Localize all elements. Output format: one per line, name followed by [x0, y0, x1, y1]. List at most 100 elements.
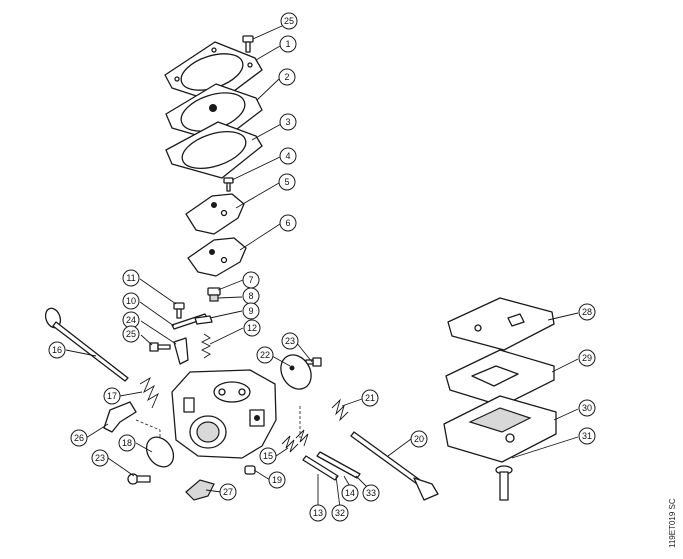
callout-25: 25	[122, 325, 140, 343]
callout-22: 22	[256, 346, 274, 364]
callout-25: 25	[280, 12, 298, 30]
callout-circle	[410, 430, 428, 448]
callout-circle	[578, 303, 596, 321]
callout-circle	[122, 292, 140, 310]
callout-circle	[361, 389, 379, 407]
callout-29: 29	[578, 349, 596, 367]
callout-circle	[278, 68, 296, 86]
callout-circle	[48, 341, 66, 359]
part-spring-17	[139, 376, 159, 409]
callout-number: 6	[285, 218, 290, 228]
callout-number: 12	[247, 323, 257, 333]
callout-circle	[243, 319, 261, 337]
callout-circle	[122, 269, 140, 287]
callout-number: 15	[263, 451, 273, 461]
part-bracket	[149, 337, 189, 365]
callout-8: 8	[242, 287, 260, 305]
callout-number: 13	[313, 508, 323, 518]
callout-number: 5	[284, 177, 289, 187]
callout-17: 17	[103, 387, 121, 405]
callout-number: 32	[335, 508, 345, 518]
part-disc-18	[145, 436, 175, 468]
callout-16: 16	[48, 341, 66, 359]
callout-number: 9	[248, 306, 253, 316]
callout-number: 4	[285, 151, 290, 161]
callout-circle	[279, 147, 297, 165]
callout-14: 14	[341, 484, 359, 502]
callout-circle	[279, 214, 297, 232]
part-disc-22	[280, 354, 312, 390]
reference-code: 119ET019 SC	[668, 498, 677, 548]
callout-number: 8	[248, 291, 253, 301]
callout-circle	[259, 447, 277, 465]
callout-19: 19	[268, 471, 286, 489]
callout-number: 3	[285, 117, 290, 127]
callout-number: 24	[126, 315, 136, 325]
callout-circle	[578, 427, 596, 445]
part-springs-15	[281, 429, 309, 453]
callout-number: 31	[582, 431, 592, 441]
callout-23: 23	[281, 332, 299, 350]
part-gasket	[165, 121, 263, 179]
callout-4: 4	[279, 147, 297, 165]
callout-1: 1	[279, 35, 297, 53]
callout-9: 9	[242, 302, 260, 320]
callout-circle	[256, 346, 274, 364]
part-plate-29	[445, 349, 555, 407]
callout-circle	[91, 449, 109, 467]
callout-number: 18	[122, 438, 132, 448]
callout-number: 21	[365, 393, 375, 403]
callout-circle	[70, 429, 88, 447]
part-screw-23-left	[127, 473, 151, 485]
part-needles	[302, 451, 361, 481]
callout-number: 23	[95, 453, 105, 463]
callout-33: 33	[362, 484, 380, 502]
callout-7: 7	[242, 271, 260, 289]
part-valve-plate	[185, 193, 245, 235]
callout-32: 32	[331, 504, 349, 522]
callout-number: 26	[74, 433, 84, 443]
callout-circle	[578, 349, 596, 367]
callout-number: 22	[260, 350, 270, 360]
leader-lines	[65, 25, 579, 509]
callout-circle	[279, 35, 297, 53]
callout-circle	[122, 325, 140, 343]
callout-circle	[279, 113, 297, 131]
callout-31: 31	[578, 427, 596, 445]
callout-3: 3	[279, 113, 297, 131]
callout-number: 27	[223, 487, 233, 497]
callout-number: 16	[52, 345, 62, 355]
callout-number: 33	[366, 488, 376, 498]
part-small-screw	[223, 177, 234, 192]
callout-number: 7	[248, 275, 253, 285]
callout-23: 23	[91, 449, 109, 467]
part-screw-11	[173, 302, 185, 319]
callout-12: 12	[243, 319, 261, 337]
callout-circle	[219, 483, 237, 501]
part-spring-12	[200, 333, 212, 359]
callout-number: 2	[284, 72, 289, 82]
part-choke-shaft	[350, 431, 439, 501]
part-gasket-28	[447, 297, 555, 351]
part-filter-27	[185, 479, 215, 501]
part-screw-top	[242, 35, 254, 53]
callout-15: 15	[259, 447, 277, 465]
part-diaphragm	[165, 83, 263, 143]
callout-number: 11	[126, 273, 135, 283]
callout-circle	[281, 332, 299, 350]
callout-26: 26	[70, 429, 88, 447]
callout-18: 18	[118, 434, 136, 452]
part-carburetor-body	[171, 369, 277, 459]
callout-circle	[103, 387, 121, 405]
callout-circle	[242, 302, 260, 320]
callout-circle	[280, 12, 298, 30]
callout-number: 23	[285, 336, 295, 346]
callout-number: 28	[582, 307, 592, 317]
callout-circle	[341, 484, 359, 502]
callout-circle	[362, 484, 380, 502]
callout-circle	[331, 504, 349, 522]
callout-28: 28	[578, 303, 596, 321]
part-throttle-shaft	[44, 307, 129, 382]
callout-number: 10	[126, 296, 136, 306]
